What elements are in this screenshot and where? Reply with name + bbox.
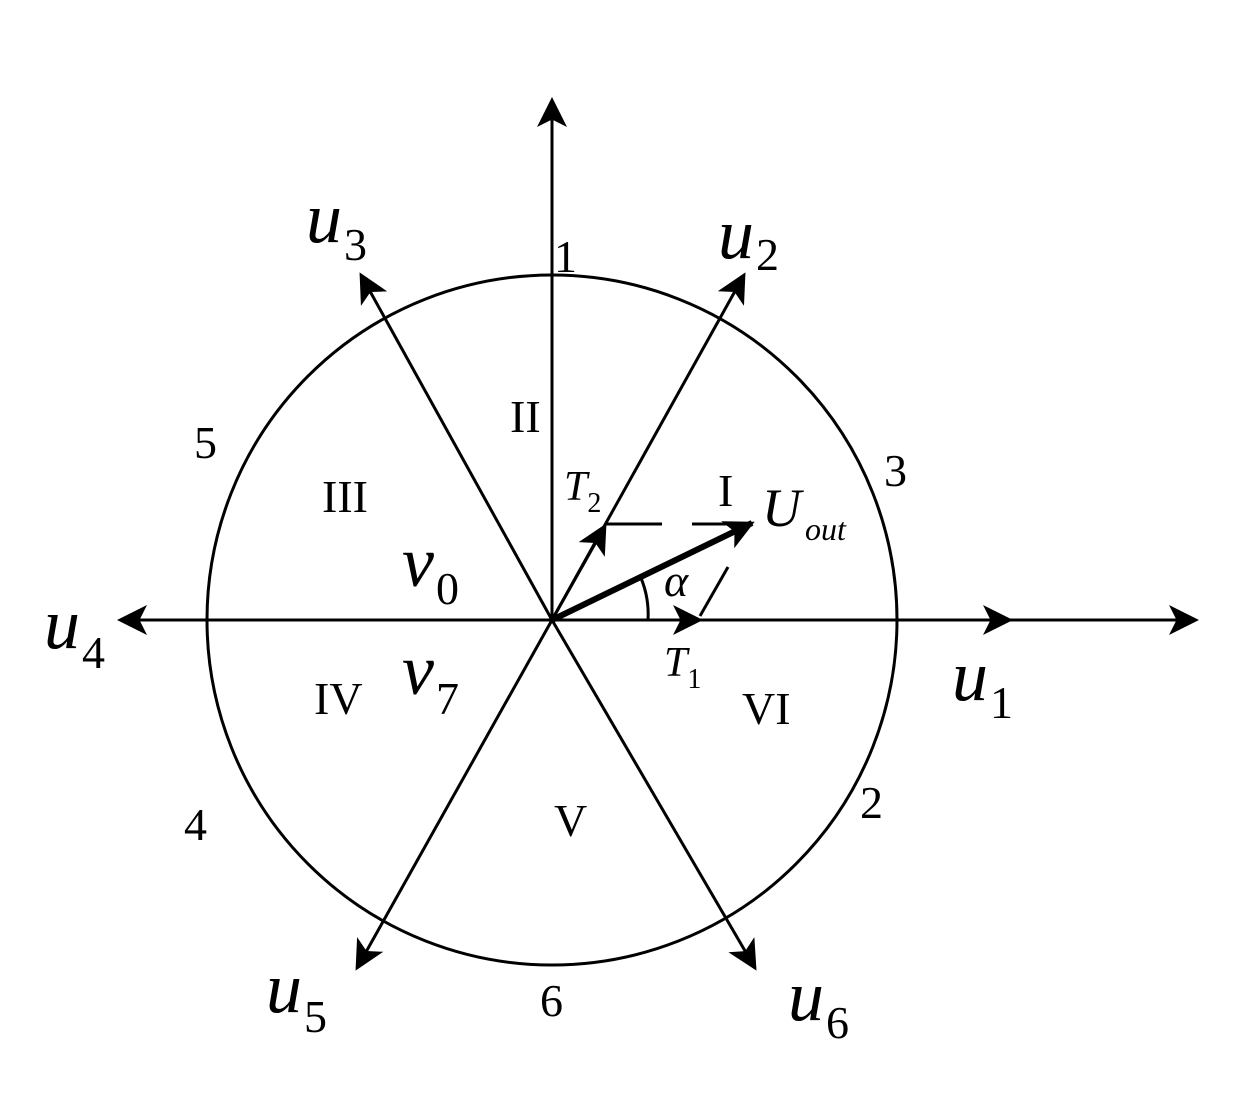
u3-vector-line (359, 272, 554, 621)
uout-vector (550, 520, 755, 623)
sector-VI-label: VI (742, 683, 791, 734)
sector-II-label: II (510, 391, 541, 442)
sector-V-label: V (554, 795, 587, 846)
t1-projection-line (698, 566, 730, 617)
sector-I-label: I (718, 465, 733, 516)
boundary-number-3: 3 (884, 445, 907, 496)
alpha-label: α (664, 555, 689, 606)
sector-III-label: III (322, 471, 368, 522)
t1-label: T1 (664, 640, 701, 695)
boundary-number-5: 5 (194, 417, 217, 468)
u5-label: u5 (266, 948, 327, 1042)
sector-IV-label: IV (314, 673, 363, 724)
t2-label: T2 (564, 464, 601, 519)
u3-label: u3 (306, 178, 367, 270)
t2-component-arrow (550, 523, 607, 621)
u4-label: u4 (44, 584, 105, 678)
u6-label: u6 (788, 956, 849, 1048)
boundary-number-1: 1 (554, 231, 577, 282)
v0-label: v0 (402, 522, 459, 614)
u5-vector-line (355, 619, 554, 971)
alpha-arc (639, 577, 650, 621)
u2-label: u2 (718, 194, 779, 280)
u6-vector-line (550, 619, 757, 971)
boundary-number-2: 2 (860, 777, 883, 828)
v7-label: v7 (402, 630, 459, 724)
u1-label: u1 (952, 636, 1013, 728)
boundary-number-6: 6 (540, 975, 563, 1026)
boundary-number-4: 4 (184, 799, 207, 850)
